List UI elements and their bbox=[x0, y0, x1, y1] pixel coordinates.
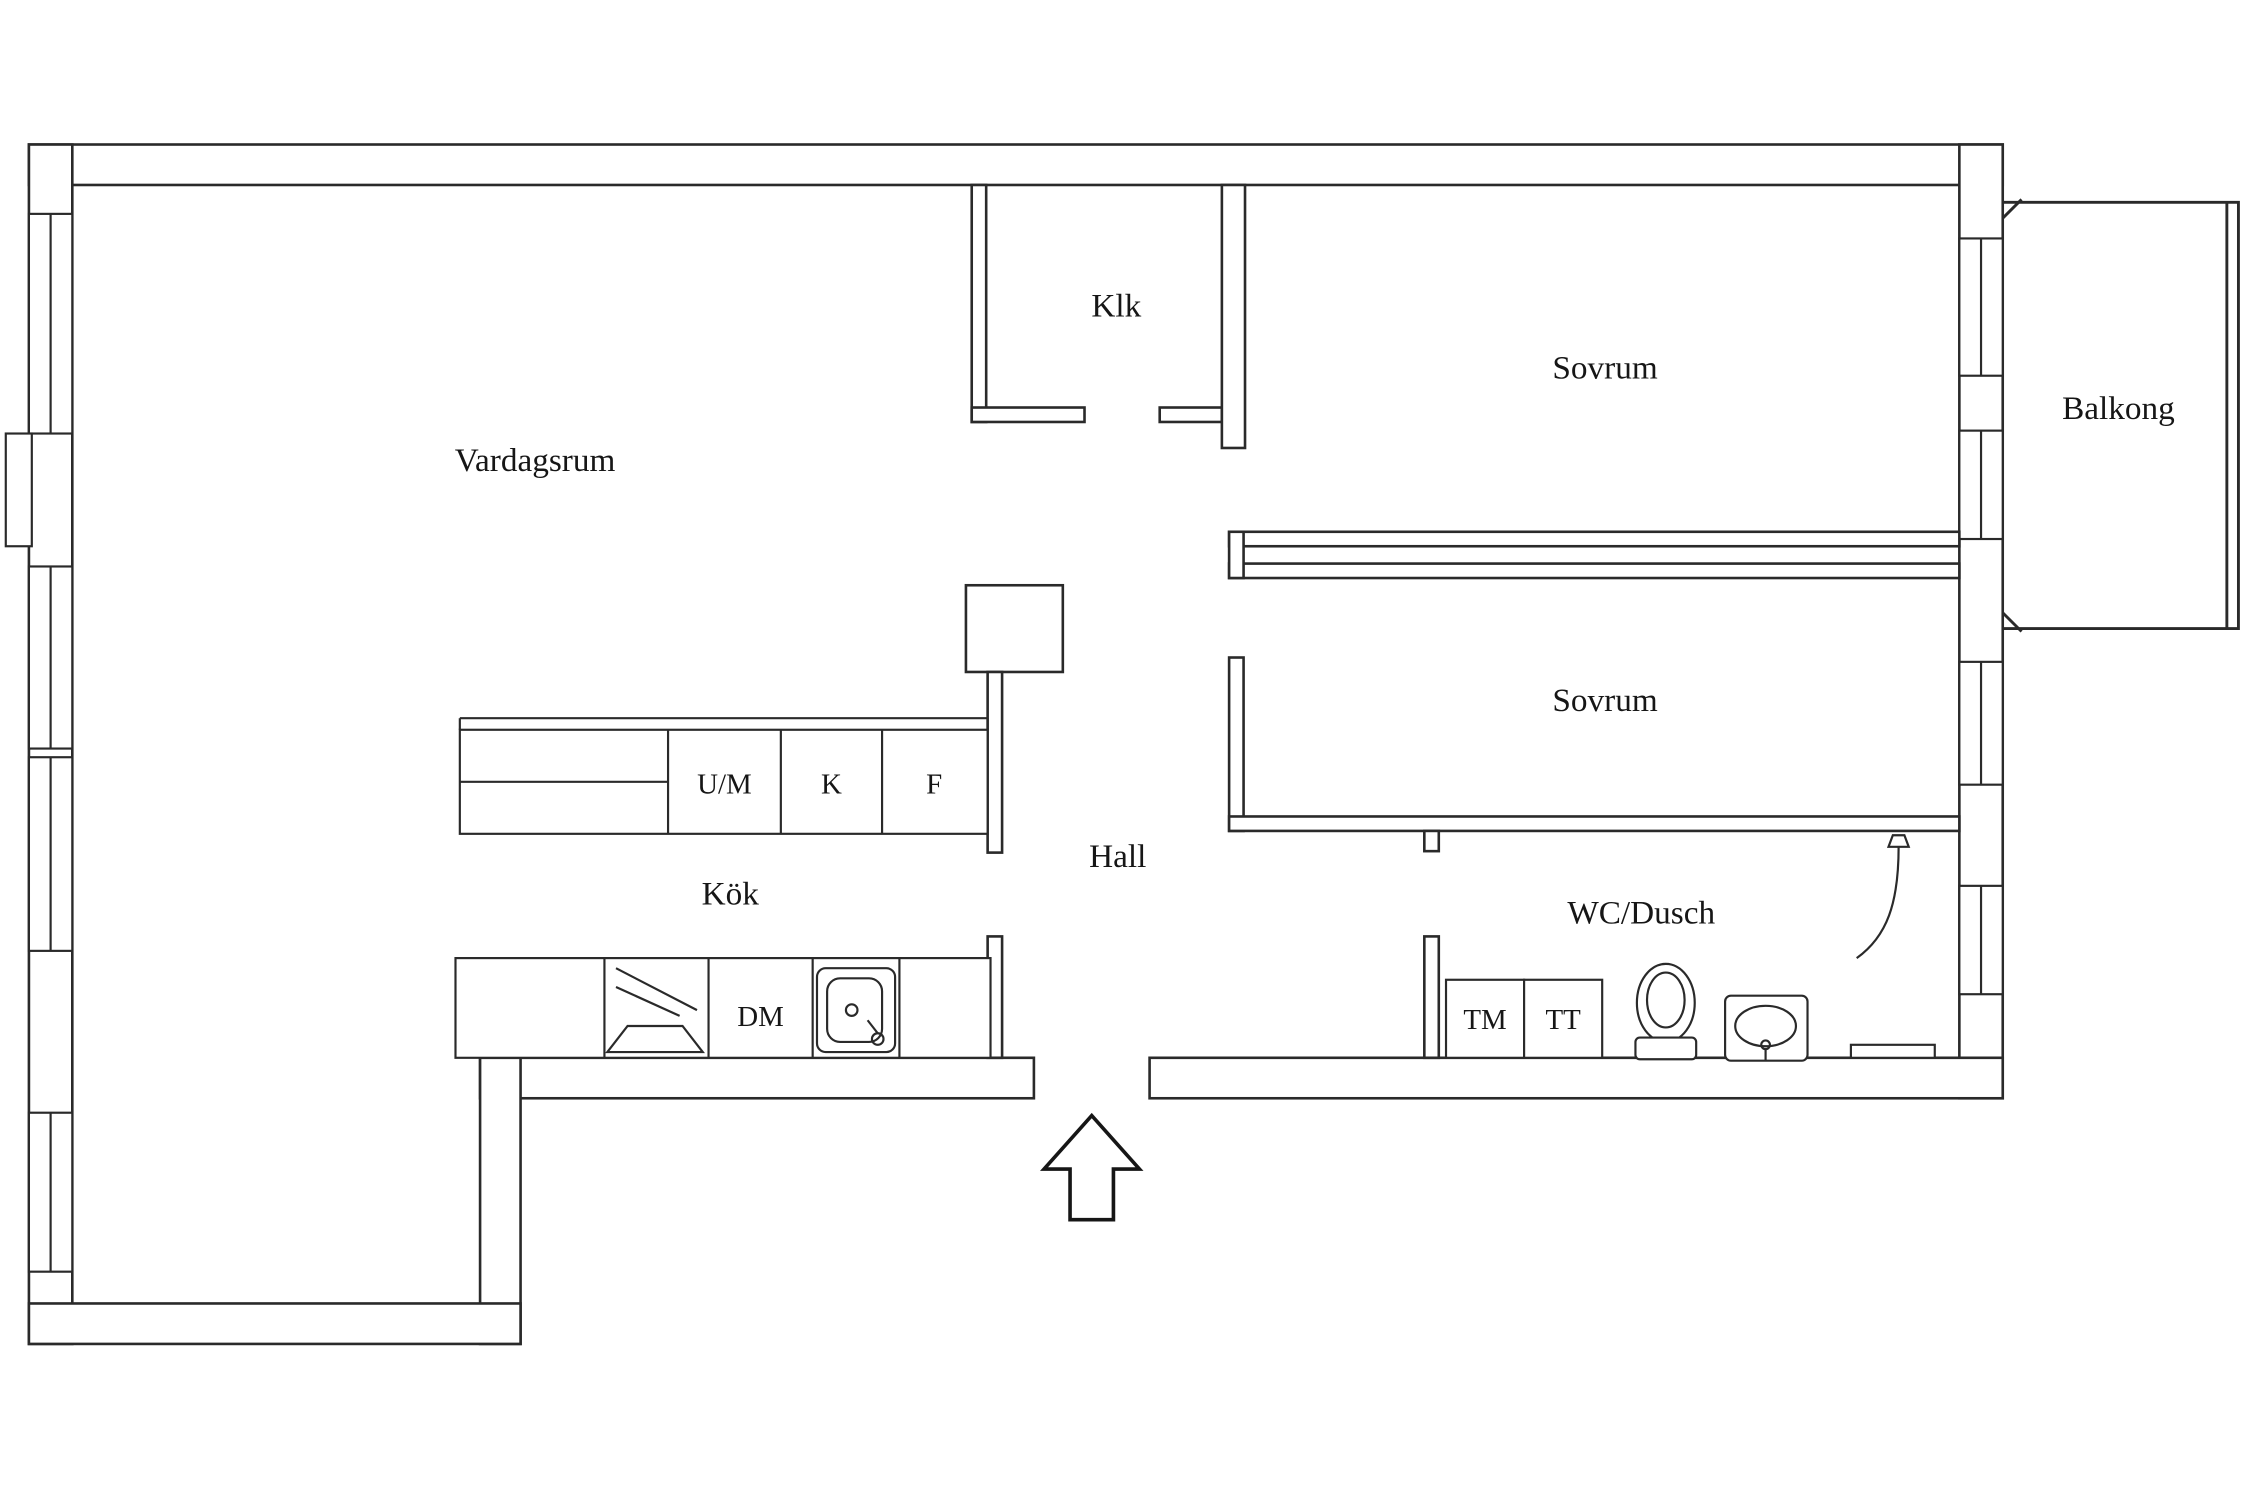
bathroom-door-stub bbox=[1423, 829, 1441, 853]
closet-wall-left bbox=[970, 183, 988, 424]
closet-label: Klk bbox=[1091, 287, 1141, 324]
wall-top bbox=[27, 143, 2005, 187]
kitchen-wall-upper bbox=[986, 670, 1004, 854]
bathroom-wall-left bbox=[1423, 935, 1441, 1060]
balcony-hatch-bottom bbox=[2001, 611, 2023, 633]
kitchen-lower-counter bbox=[454, 957, 992, 1059]
wall-step-vertical bbox=[478, 1056, 522, 1346]
bedroom-middle-label: Sovrum bbox=[1552, 682, 1657, 719]
hall-label: Hall bbox=[1089, 838, 1146, 875]
bedroom2-wall-bottom bbox=[1227, 815, 1961, 833]
closet-wall-bottom-right bbox=[1158, 406, 1224, 424]
room-labels: Vardagsrum Klk Sovrum Balkong Sovrum Hal… bbox=[455, 287, 2175, 931]
closet-wall-bottom-left bbox=[970, 406, 1086, 424]
wall-bottom-left-of-entrance bbox=[478, 1056, 1036, 1100]
windows bbox=[4, 212, 2004, 1273]
closet-bedroom-shared-wall bbox=[1220, 183, 1247, 450]
dryer-label: TT bbox=[1545, 1004, 1581, 1036]
dishwasher-label: DM bbox=[737, 1001, 784, 1033]
washer-box bbox=[1444, 978, 1526, 1059]
freezer-label: F bbox=[926, 768, 942, 800]
kitchen-fixtures bbox=[454, 717, 992, 1059]
living-room-label: Vardagsrum bbox=[455, 442, 616, 479]
bedroom2-wall-top bbox=[1227, 562, 1961, 580]
kitchen-label: Kök bbox=[702, 876, 760, 913]
window-right-bedroom2 bbox=[1958, 660, 2004, 786]
kitchen-sink-icon bbox=[815, 967, 897, 1054]
bathroom-sink-icon bbox=[1724, 994, 1809, 1062]
kitchen-upper-counter bbox=[458, 717, 989, 835]
entrance-arrow-icon bbox=[1039, 1112, 1144, 1222]
dryer-box bbox=[1523, 978, 1604, 1059]
window-right-bathroom bbox=[1958, 884, 2004, 996]
bathroom-label: WC/Dusch bbox=[1567, 894, 1715, 931]
balcony-door bbox=[1958, 429, 2004, 541]
window-left-4 bbox=[27, 1111, 74, 1273]
window-left-2 bbox=[27, 565, 74, 750]
balcony-hatch-top bbox=[2001, 198, 2023, 220]
window-left-1 bbox=[27, 212, 74, 435]
window-right-balcony-1 bbox=[1958, 237, 2004, 377]
wall-bottom-extension bbox=[27, 1302, 522, 1346]
balcony-border bbox=[2002, 200, 2240, 631]
fridge-label: K bbox=[821, 768, 842, 800]
appliance-labels: U/M K F DM TM TT bbox=[697, 768, 1581, 1036]
bathroom-fixtures bbox=[1444, 834, 1936, 1062]
balcony-label: Balkong bbox=[2062, 390, 2175, 427]
kitchen-shaft bbox=[964, 583, 1065, 674]
bedroom-top-label: Sovrum bbox=[1552, 350, 1657, 387]
stove-icon bbox=[605, 967, 705, 1054]
window-left-3 bbox=[27, 756, 74, 952]
exterior-walls bbox=[27, 143, 2005, 1346]
oven-micro-label: U/M bbox=[697, 768, 752, 800]
bedrooms-wall-connector bbox=[1227, 530, 1245, 580]
wall-bottom-right-of-entrance bbox=[1148, 1056, 2005, 1100]
washer-label: TM bbox=[1463, 1004, 1506, 1036]
window-sill-protrusion bbox=[4, 432, 33, 548]
bedroom1-wall-bottom bbox=[1227, 530, 1961, 548]
toilet-icon bbox=[1634, 962, 1698, 1061]
shower-icon bbox=[1856, 834, 1911, 959]
bedroom2-wall-left bbox=[1227, 656, 1245, 833]
interior-walls bbox=[964, 183, 1961, 1060]
balcony-outline bbox=[2001, 198, 2240, 633]
shower-threshold bbox=[1849, 1043, 1936, 1059]
